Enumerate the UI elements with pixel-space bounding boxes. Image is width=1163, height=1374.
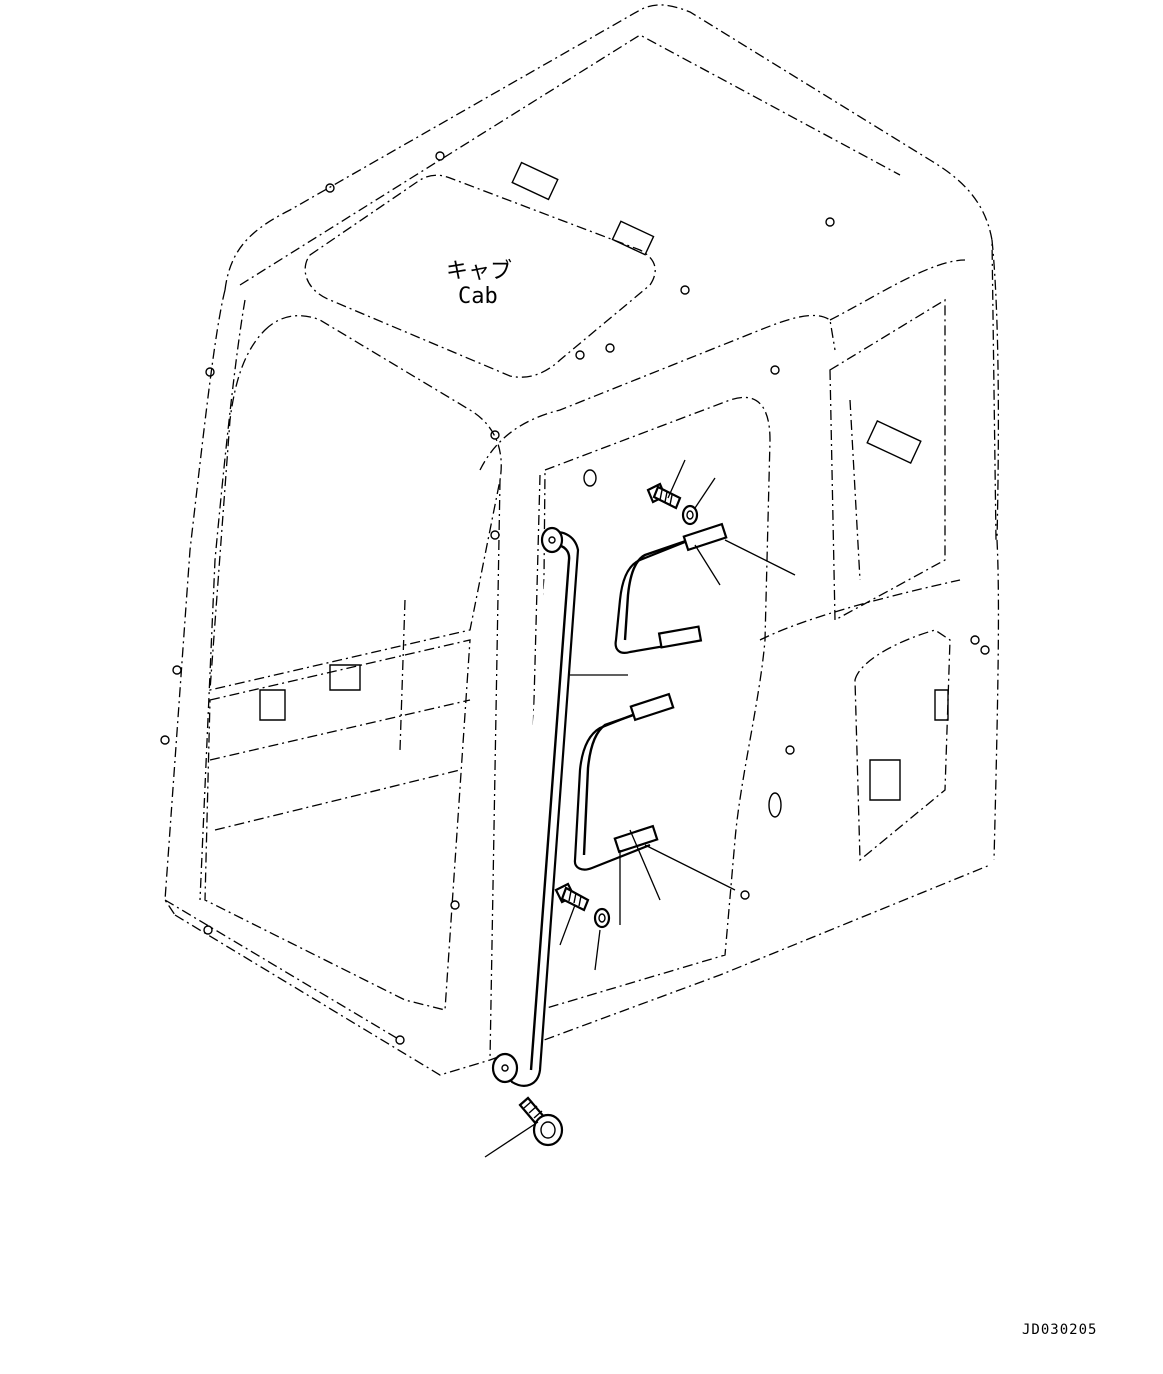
lower-washer [593,907,611,929]
upper-bolt [646,482,682,510]
drawing-code: JD030205 [1022,1322,1097,1338]
lower-grip-handle [573,692,675,871]
bottom-bolt [518,1096,564,1147]
lower-bolt [554,882,590,912]
cab-label-english: Cab [458,284,498,309]
cab-label-japanese: キャブ [446,259,512,284]
cab-body [160,4,1000,1076]
long-handrail [491,526,580,1087]
leader-lines [484,459,796,1158]
upper-washer [681,504,699,526]
upper-grip-handle [614,522,728,654]
